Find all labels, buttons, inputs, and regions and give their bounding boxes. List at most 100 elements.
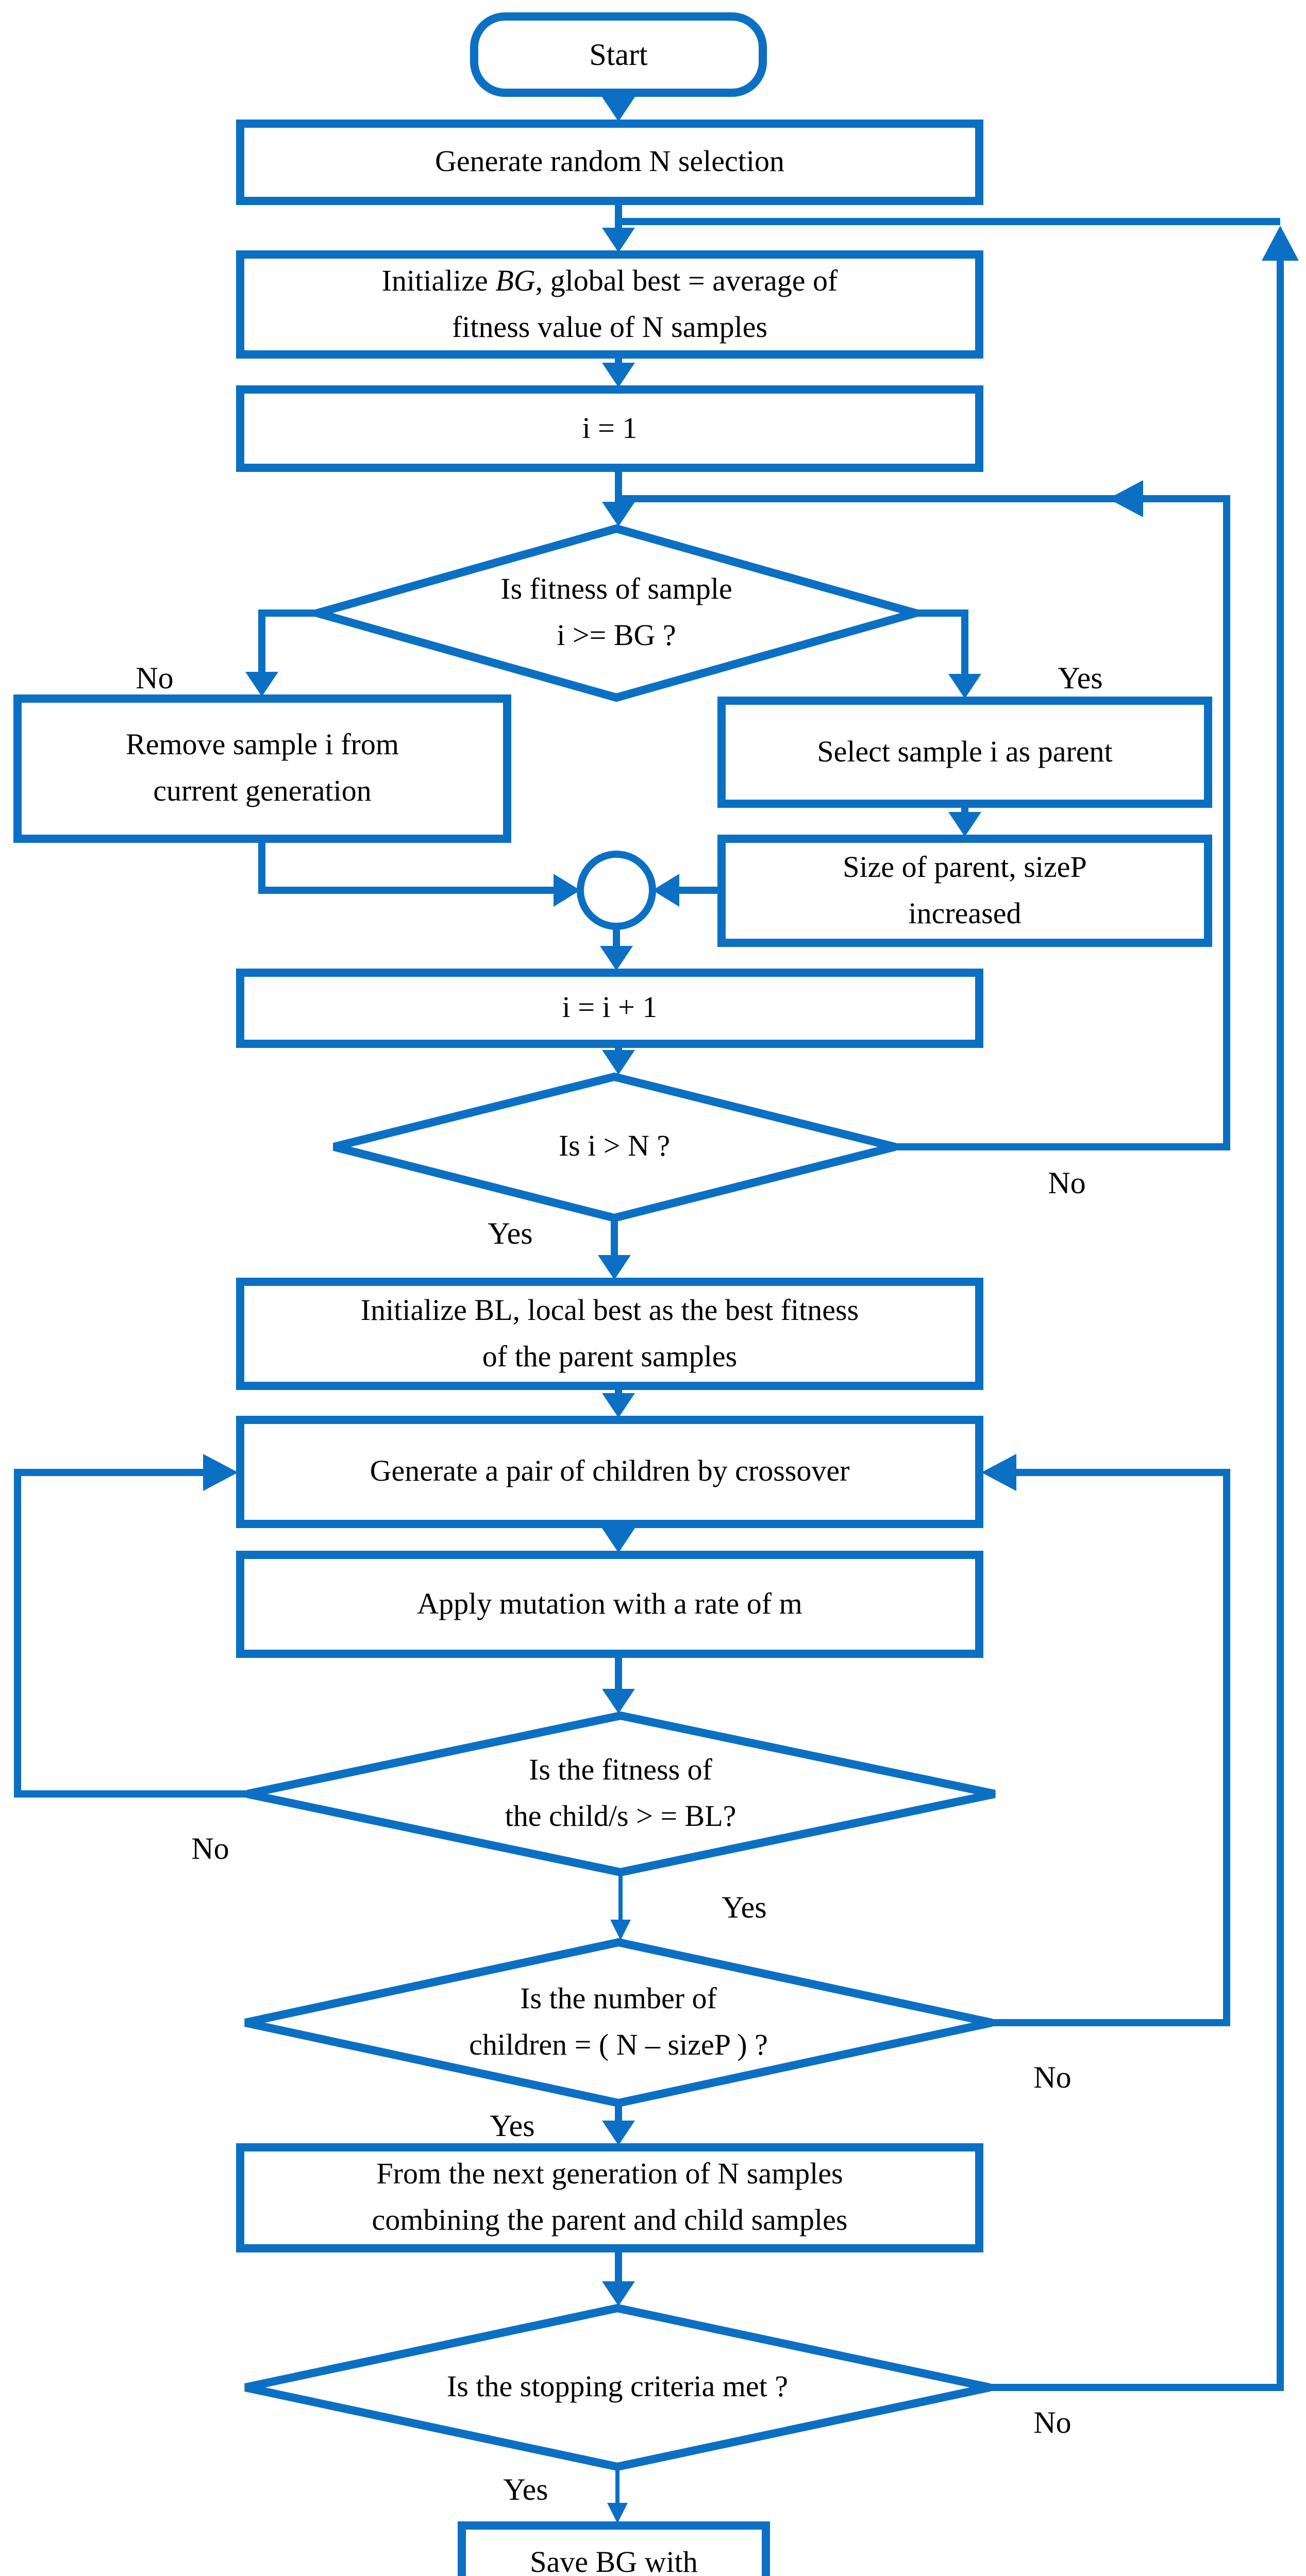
arrowhead (598, 1255, 631, 1280)
children-count-check-label: Is the number of children = ( N – sizeP … (361, 1976, 876, 2069)
child-fitness-line2: the child/s > = BL? (505, 1800, 736, 1833)
edge-fitness-no-remove (258, 609, 317, 674)
fitness-no-label: No (136, 662, 174, 696)
set-i-box (236, 385, 983, 472)
stop-check-text: Is the stopping criteria met ? (447, 2370, 788, 2403)
children-count-line2: children = ( N – sizeP ) ? (469, 2029, 768, 2062)
increment-label: i = i + 1 (240, 973, 979, 1044)
arrowhead (602, 1528, 635, 1553)
set-i-label: i = 1 (240, 389, 979, 468)
init-bg-prefix: Initialize (381, 264, 496, 297)
arrowhead (554, 874, 580, 907)
merge-connector-circle (577, 851, 656, 930)
arrowhead (602, 1689, 635, 1714)
edge-fitness-yes-select (915, 609, 968, 676)
mutation-label: Apply mutation with a rate of m (240, 1555, 979, 1654)
arrowhead (602, 1050, 635, 1075)
fitness-check-line1: Is fitness of sample (500, 573, 732, 606)
loop-yes-label: Yes (488, 1217, 533, 1251)
remove-label: Remove sample i from current generation (18, 699, 507, 839)
children-count-check-diamond (244, 1938, 993, 2108)
stop-no-label: No (1033, 2406, 1071, 2440)
init-bl-line2: of the parent samples (482, 1340, 738, 1373)
crossover-box (236, 1416, 983, 1528)
child-fitness-check-diamond (246, 1711, 996, 1877)
edge-stop-no-feedback-vertical (990, 259, 1284, 2391)
size-p-line1: Size of parent, sizeP (843, 851, 1087, 884)
arrowhead (948, 812, 981, 837)
init-bl-label: Initialize BL, local best as the best fi… (240, 1282, 979, 1386)
arrowhead (1262, 226, 1299, 261)
arrowhead (610, 1920, 631, 1940)
init-bg-line2: fitness value of N samples (451, 311, 768, 344)
count-no-label: No (1033, 2061, 1071, 2095)
start-text: Start (589, 38, 648, 72)
arrowhead (600, 946, 633, 971)
init-bg-line1: Initialize BG, global best = average of (382, 258, 838, 304)
crossover-text: Generate a pair of children by crossover (370, 1455, 850, 1488)
increment-box (236, 969, 983, 1048)
init-bg-label: Initialize BG, global best = average of … (240, 255, 979, 354)
init-bg-suffix: , global best = average of (535, 264, 838, 297)
fitness-check-label: Is fitness of sample i >= BG ? (395, 567, 838, 659)
arrowhead (602, 228, 635, 252)
set-i-text: i = 1 (582, 412, 638, 445)
arrowhead (981, 1454, 1016, 1491)
arrowhead (652, 874, 679, 907)
child-yes-label: Yes (722, 1891, 767, 1925)
init-bg-italic: BG (495, 264, 535, 297)
init-bg-box (236, 250, 983, 359)
size-p-box (717, 835, 1212, 947)
size-p-line2: increased (908, 897, 1022, 930)
loop-check-diamond (333, 1072, 896, 1223)
remove-line2: current generation (153, 775, 372, 808)
arrowhead (1108, 480, 1143, 517)
arrowhead (245, 672, 278, 697)
generate-box (236, 120, 983, 205)
count-yes-label: Yes (490, 2109, 535, 2143)
increment-text: i = i + 1 (562, 991, 658, 1024)
arrowhead (602, 363, 635, 387)
child-fitness-check-label: Is the fitness of the child/s > = BL? (383, 1748, 858, 1840)
mutation-text: Apply mutation with a rate of m (417, 1587, 802, 1620)
child-fitness-line1: Is the fitness of (529, 1754, 712, 1787)
remove-line1: Remove sample i from (126, 728, 399, 761)
loop-no-label: No (1048, 1166, 1086, 1200)
stop-yes-label: Yes (503, 2473, 548, 2507)
fitness-yes-label: Yes (1058, 662, 1103, 696)
arrowhead (602, 502, 635, 527)
start-shape (470, 12, 767, 97)
edge-count-no-feedback (992, 1469, 1230, 2026)
arrowhead (602, 2121, 635, 2145)
stop-check-label: Is the stopping criteria met ? (339, 2364, 896, 2411)
edge-loop-no-feedback (617, 495, 1230, 1150)
next-generation-box (236, 2143, 983, 2252)
select-box (717, 697, 1212, 808)
edge-child-no-feedback (14, 1469, 250, 1798)
arrowhead (602, 97, 635, 122)
stop-check-diamond (244, 2303, 991, 2471)
fitness-check-line2: i >= BG ? (557, 619, 676, 652)
save-label: Save BG with the setup (462, 2526, 766, 2576)
generate-text: Generate random N selection (435, 145, 784, 178)
arrowhead (948, 674, 981, 699)
next-generation-label: From the next generation of N samples co… (240, 2147, 979, 2248)
loop-check-label: Is i > N ? (460, 1124, 769, 1170)
init-bl-box (236, 1278, 983, 1390)
generate-label: Generate random N selection (240, 124, 979, 201)
arrowhead (602, 2281, 635, 2306)
start-label: Start (474, 16, 763, 93)
mutation-box (236, 1551, 983, 1658)
arrowhead (607, 2503, 628, 2523)
loop-check-text: Is i > N ? (558, 1130, 671, 1163)
save-line1: Save BG with (530, 2546, 698, 2576)
crossover-label: Generate a pair of children by crossover (240, 1420, 979, 1524)
init-bl-line1: Initialize BL, local best as the best fi… (360, 1294, 859, 1327)
remove-box (13, 694, 511, 843)
next-generation-line1: From the next generation of N samples (376, 2158, 843, 2191)
fitness-check-diamond (302, 524, 931, 702)
edge-remove-merge (258, 839, 556, 894)
select-label: Select sample i as parent (722, 701, 1208, 804)
